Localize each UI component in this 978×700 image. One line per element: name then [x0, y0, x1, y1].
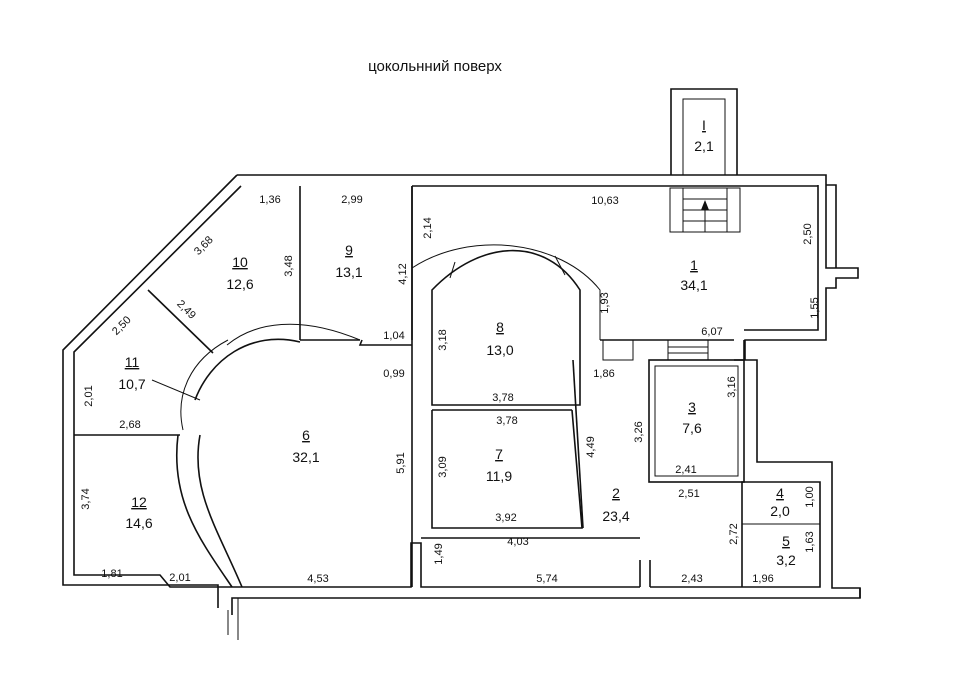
room-number: 9	[345, 242, 353, 258]
dimension: 2,01	[169, 572, 190, 584]
room-area: 3,2	[776, 552, 796, 568]
room-area: 2,0	[770, 503, 790, 519]
room-labels: I 2,1 1 34,1 2 23,4 3 7,6 4 2,0 5 3,2 6 …	[118, 117, 796, 568]
dimension: 2,41	[675, 464, 696, 476]
dimension: 4,49	[585, 436, 597, 457]
dimension-labels: 1,36 2,99 10,63 3,68 3,48 2,14 4,12 2,50…	[80, 194, 821, 585]
dimension: 1,55	[809, 297, 821, 318]
room-area: 12,6	[226, 276, 253, 292]
dimension: 3,74	[80, 488, 92, 509]
dimension: 3,92	[495, 512, 516, 524]
room-number: 2	[612, 485, 620, 501]
room-area: 11,9	[486, 468, 512, 484]
dimension: 4,53	[307, 573, 328, 585]
room-area: 34,1	[680, 277, 707, 293]
room-number: 12	[131, 494, 147, 510]
room-number: 4	[776, 485, 784, 501]
dimension: 2,50	[110, 314, 134, 338]
stair-entrance	[669, 88, 741, 233]
room-number: 5	[782, 533, 790, 549]
dimension: 2,99	[341, 194, 362, 206]
dimension: 3,48	[283, 255, 295, 276]
dimension: 3,16	[726, 376, 738, 397]
dimension: 1,49	[433, 543, 445, 564]
dimension: 1,36	[259, 194, 280, 206]
dimension: 3,18	[437, 329, 449, 350]
dimension: 2,14	[422, 217, 434, 238]
dimension: 3,78	[496, 415, 517, 427]
room-number: 7	[495, 446, 503, 462]
dimension: 1,86	[593, 368, 614, 380]
dimension: 0,99	[383, 368, 404, 380]
dimension: 1,63	[804, 531, 816, 552]
room-area: 14,6	[125, 515, 152, 531]
floor-title: цокольнний поверх	[368, 58, 502, 75]
dimension: 3,26	[633, 421, 645, 442]
room-area: 23,4	[602, 508, 629, 524]
dimension: 3,78	[492, 392, 513, 404]
dimension: 3,68	[192, 234, 216, 258]
dimension: 1,81	[101, 568, 122, 580]
dimension: 2,68	[119, 419, 140, 431]
room-area: 32,1	[292, 449, 319, 465]
dimension: 2,51	[678, 488, 699, 500]
dimension: 1,96	[752, 573, 773, 585]
room-area: 2,1	[694, 138, 714, 154]
room-area: 13,0	[486, 342, 513, 358]
dimension: 4,12	[397, 263, 409, 284]
dimension: 4,03	[507, 536, 528, 548]
outer-walls	[62, 174, 861, 640]
dimension: 1,04	[383, 330, 404, 342]
room-area: 10,7	[118, 376, 145, 392]
dimension: 1,00	[804, 486, 816, 507]
dimension: 2,43	[681, 573, 702, 585]
dimension: 3,09	[437, 456, 449, 477]
room-number: 8	[496, 319, 504, 335]
dimension: 2,72	[728, 523, 740, 544]
dimension: 2,01	[83, 385, 95, 406]
dimension: 2,50	[802, 223, 814, 244]
room-number: I	[702, 117, 706, 133]
room-area: 13,1	[335, 264, 362, 280]
dimension: 6,07	[701, 326, 722, 338]
dimension: 10,63	[591, 195, 619, 207]
dimension: 1,93	[599, 292, 611, 313]
room-number: 3	[688, 399, 696, 415]
interior-walls	[74, 185, 818, 588]
room-number: 10	[232, 254, 248, 270]
room-area: 7,6	[682, 420, 702, 436]
room-number: 1	[690, 257, 698, 273]
room-number: 11	[125, 354, 140, 370]
dimension: 5,91	[395, 452, 407, 473]
room-number: 6	[302, 427, 310, 443]
dimension: 5,74	[536, 573, 557, 585]
